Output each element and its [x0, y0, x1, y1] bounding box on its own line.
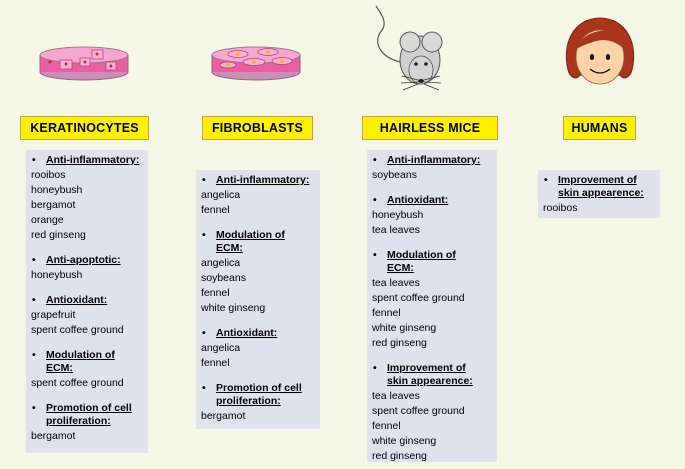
- list-item: orange: [31, 214, 64, 226]
- section-title-line: Anti-inflammatory:: [387, 154, 481, 166]
- section: Anti-inflammatory: soybeans: [367, 153, 497, 183]
- section-title: Anti-inflammatory:: [26, 153, 148, 168]
- section-title-line: skin appearence:: [558, 187, 644, 199]
- list-item: fennel: [372, 307, 401, 319]
- column-header-keratinocytes: KERATINOCYTES: [20, 116, 149, 140]
- list-item: tea leaves: [372, 224, 420, 236]
- list-item: grapefruit: [31, 309, 76, 321]
- list-item: white ginseng: [372, 322, 437, 334]
- section-title-line: Anti-inflammatory:: [46, 154, 140, 166]
- list-item: spent coffee ground: [31, 377, 124, 389]
- section: Antioxidant: honeybush tea leaves: [367, 193, 497, 238]
- section-title-line: Antioxidant:: [387, 194, 449, 206]
- hairless-mice-panel: Anti-inflammatory: soybeansAntioxidant: ho…: [367, 150, 497, 462]
- list-item: spent coffee ground: [372, 405, 465, 417]
- column-header-fibroblasts: FIBROBLASTS: [202, 116, 313, 140]
- list-item: fennel: [201, 357, 230, 369]
- list-item: white ginseng: [372, 435, 437, 447]
- section-title-line: Improvement of: [558, 174, 637, 186]
- section-title-line: Promotion of cell: [216, 382, 302, 394]
- list-item: spent coffee ground: [31, 324, 124, 336]
- list-item: bergamot: [31, 199, 76, 211]
- column-header-hairless-mice: HAIRLESS MICE: [362, 116, 498, 140]
- keratinocytes-panel: Anti-inflammatory: rooibos honeybush bergam…: [26, 150, 148, 453]
- mouse-icon: [375, 5, 443, 91]
- section-title: Anti-inflammatory:: [196, 173, 320, 188]
- list-item: honeybush: [372, 209, 424, 221]
- list-item: spent coffee ground: [372, 292, 465, 304]
- section-title-line: Modulation of: [216, 229, 285, 241]
- petri-dish-keratinocytes-icon: [39, 46, 129, 81]
- list-item: bergamot: [31, 430, 76, 442]
- section-title-line: Improvement of: [387, 362, 466, 374]
- list-item: angelica: [201, 189, 241, 201]
- section-title-line: proliferation:: [216, 395, 281, 407]
- list-item: honeybush: [31, 269, 83, 281]
- section-title-line: Antioxidant:: [46, 294, 108, 306]
- section-title-line: Modulation of: [46, 349, 115, 361]
- section-title-line: Promotion of cell: [46, 402, 132, 414]
- section: Modulation ofECM:angelicasoybeansfennelw…: [196, 228, 320, 316]
- section-title-line: Anti-apoptotic:: [46, 254, 121, 266]
- list-item: tea leaves: [372, 390, 420, 402]
- fibroblasts-panel: Anti-inflammatory:angelicafennelModulati…: [196, 170, 320, 429]
- section-title-line: Anti-inflammatory:: [216, 174, 310, 186]
- list-item: fennel: [201, 204, 230, 216]
- list-item: fennel: [372, 420, 401, 432]
- section-title: Antioxidant:: [26, 293, 148, 308]
- section-title-line: proliferation:: [46, 415, 111, 427]
- list-item: angelica: [201, 257, 241, 269]
- section-title: Anti-apoptotic:: [26, 253, 148, 268]
- petri-dish-fibroblasts-icon: [211, 46, 301, 81]
- list-item: white ginseng: [201, 302, 266, 314]
- list-item: angelica: [201, 342, 241, 354]
- list-item: rooibos: [31, 169, 66, 181]
- section: Antioxidant: angelica fennel: [196, 326, 320, 371]
- section: Anti-inflammatory: rooibos honeybush bergam…: [26, 153, 148, 243]
- list-item: honeybush: [31, 184, 83, 196]
- section-title-line: ECM:: [387, 262, 414, 274]
- section-title: Antioxidant:: [196, 326, 320, 341]
- list-item: bergamot: [201, 410, 246, 422]
- list-item: soybeans: [201, 272, 246, 284]
- section: Antioxidant: grapefruit spent coffee groun…: [26, 293, 148, 338]
- section: Anti-inflammatory: angelica fennel: [196, 173, 320, 218]
- list-item: soybeans: [372, 169, 417, 181]
- list-item: red ginseng: [31, 229, 86, 241]
- section-title: Anti-inflammatory:: [367, 153, 497, 168]
- section-title-line: Antioxidant:: [216, 327, 278, 339]
- list-item: rooibos: [543, 202, 578, 214]
- list-item: fennel: [201, 287, 230, 299]
- list-item: tea leaves: [372, 277, 420, 289]
- section-title-line: ECM:: [216, 242, 243, 254]
- section: Anti-apoptotic: honeybush: [26, 253, 148, 283]
- section-title: Antioxidant:: [367, 193, 497, 208]
- column-header-humans: HUMANS: [563, 116, 636, 140]
- list-item: red ginseng: [372, 337, 427, 349]
- list-item: red ginseng: [372, 450, 427, 462]
- section-title-line: skin appearence:: [387, 375, 473, 387]
- section-title-line: Modulation of: [387, 249, 456, 261]
- human-face-icon: [565, 17, 635, 85]
- section-title-line: ECM:: [46, 362, 73, 374]
